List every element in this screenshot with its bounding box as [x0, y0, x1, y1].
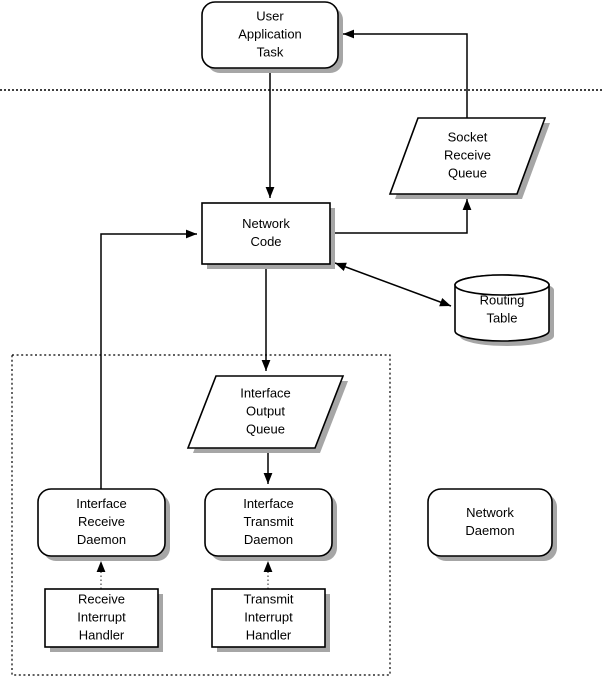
arrow-head-start	[335, 262, 347, 271]
node-label-line: Handler	[79, 627, 125, 642]
node-label-line: Application	[238, 26, 302, 41]
node-label-line: Task	[257, 44, 284, 59]
arrow-head-end	[263, 473, 273, 484]
node-label-line: Interface	[240, 385, 291, 400]
node-body	[211, 588, 326, 648]
edge-network-code-to-output-queue	[261, 264, 271, 371]
node-body	[186, 375, 345, 449]
edge-network-code-routing-table	[334, 262, 452, 307]
node-label-line: Transmit	[243, 591, 293, 606]
edge-receive-handler-to-receive-daemon	[96, 561, 106, 589]
node-body	[201, 202, 331, 265]
node-label-line: Receive	[78, 514, 125, 529]
node-label-line: Interface	[76, 496, 127, 511]
arrow-head-end	[261, 360, 271, 371]
node-label-line: Interrupt	[244, 609, 293, 624]
connector-edges	[96, 29, 472, 589]
node-body	[204, 488, 333, 557]
edge-path	[100, 233, 197, 489]
node-label-line: Transmit	[243, 514, 293, 529]
edge-transmit-handler-to-transmit-daemon	[263, 561, 273, 589]
node-label-line: Queue	[448, 165, 487, 180]
arrow-head-end	[265, 187, 275, 198]
node-label-line: Network	[466, 505, 514, 520]
node-label-line: Table	[486, 310, 517, 325]
node-label-line: Daemon	[77, 532, 126, 547]
node-label-line: Receive	[444, 147, 491, 162]
diagram-nodes: UserApplicationTaskSocketReceiveQueueNet…	[37, 1, 557, 652]
node-label-line: Daemon	[465, 523, 514, 538]
node-label-line: Output	[246, 403, 285, 418]
arrow-head-end	[186, 229, 197, 239]
arrow-head-end	[343, 29, 354, 39]
edge-output-queue-to-transmit-daemon	[263, 448, 273, 484]
node-label-line: Socket	[448, 129, 488, 144]
arrow-head-end	[96, 561, 106, 572]
node-label-line: Interrupt	[77, 609, 126, 624]
node-label-line: User	[256, 8, 284, 23]
edge-path	[343, 33, 468, 118]
node-body	[37, 488, 166, 557]
node-label-line: Receive	[78, 591, 125, 606]
node-label-line: Handler	[246, 627, 292, 642]
edge-network-code-to-socket-queue	[330, 199, 472, 234]
arrow-head-end	[263, 561, 273, 572]
node-label-line: Network	[242, 216, 290, 231]
edge-path	[330, 199, 468, 234]
node-label-line: Routing	[480, 292, 525, 307]
node-label-line: Code	[250, 234, 281, 249]
node-body	[388, 117, 547, 195]
node-body	[427, 488, 553, 557]
edge-receive-daemon-to-network-code	[100, 229, 197, 489]
cylinder-top-ellipse	[454, 274, 550, 296]
edge-user-task-to-network-code	[265, 68, 275, 198]
group-driver-group	[11, 354, 391, 676]
node-label-line: Queue	[246, 421, 285, 436]
group-boundaries	[11, 354, 391, 676]
edge-socket-queue-to-user-task	[343, 29, 468, 118]
edge-path	[334, 262, 452, 307]
node-label-line: Daemon	[244, 532, 293, 547]
node-body	[44, 588, 159, 648]
node-body	[201, 1, 339, 69]
arrow-head-end	[462, 199, 472, 210]
node-label-line: Interface	[243, 496, 294, 511]
arrow-head-end	[439, 298, 451, 307]
